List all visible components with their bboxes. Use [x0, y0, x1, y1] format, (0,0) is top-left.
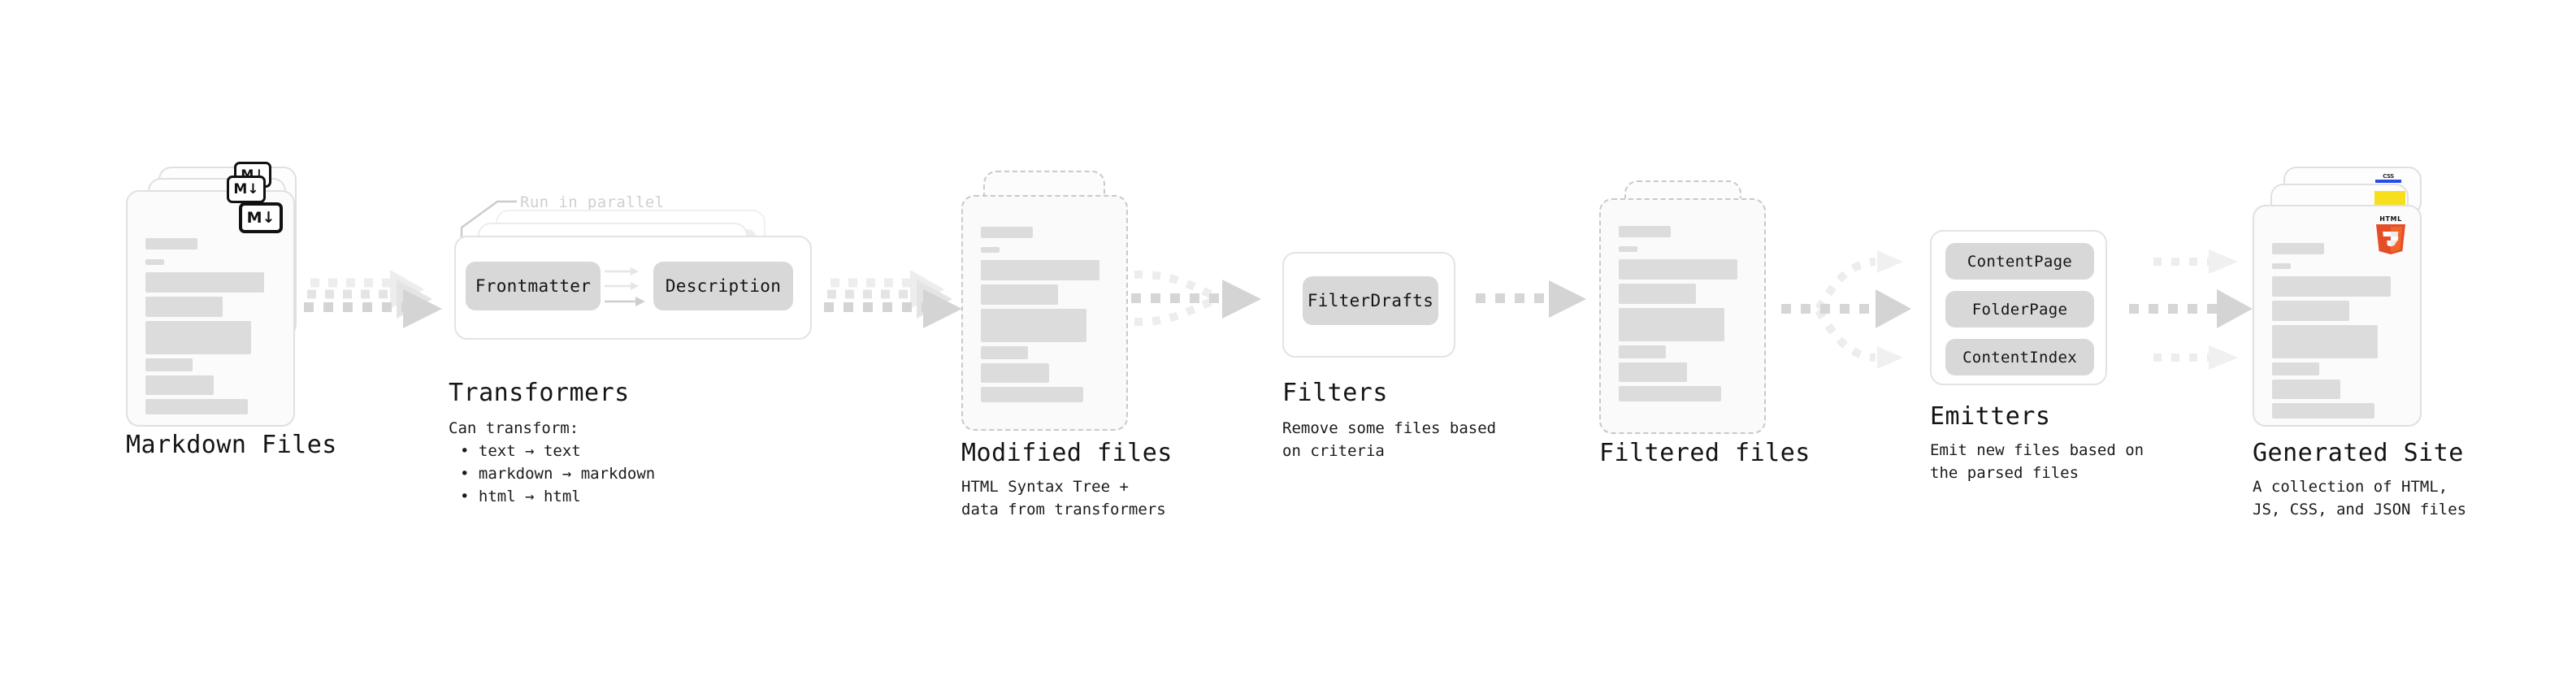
transformers-bullet-item: • text → text [460, 442, 581, 460]
skeleton-bar [981, 363, 1049, 383]
skeleton-bar [981, 284, 1058, 305]
skeleton-bar [1619, 259, 1737, 280]
skeleton-bar [2272, 380, 2340, 399]
js-icon [2374, 191, 2405, 209]
bullet-text: text → text [478, 442, 581, 460]
emitter-chip-contentindex[interactable]: ContentIndex [1945, 339, 2094, 375]
stage-title-emitters: Emitters [1930, 402, 2051, 431]
markdown-icon-glyph: M↓ [246, 208, 275, 227]
skeleton-bar [1619, 226, 1671, 237]
skeleton-bar [981, 346, 1028, 359]
skeleton-bar [1619, 362, 1687, 382]
filters-panel: FilterDrafts [1282, 252, 1455, 358]
filtered-files-card-stack [1599, 180, 1774, 440]
skeleton-bar [981, 227, 1033, 238]
skeleton-bar [2272, 325, 2378, 358]
bullet-text: html → html [478, 488, 581, 505]
stage-title-markdown-files: Markdown Files [126, 431, 337, 459]
skeleton-bar [145, 297, 223, 317]
skeleton-bar [1619, 345, 1666, 358]
skeleton-bar [2272, 301, 2349, 321]
skeleton-bar [1619, 284, 1696, 304]
stage-title-generated-site: Generated Site [2253, 439, 2464, 467]
transformers-bullet-item: • html → html [460, 488, 581, 505]
css-icon: CSS [2375, 173, 2401, 183]
connector-emitters-to-site [2119, 234, 2282, 380]
transformer-chip-frontmatter[interactable]: Frontmatter [466, 262, 601, 310]
generated-site-card-stack: CSS HTML [2253, 167, 2435, 427]
connector-transformers-to-modified [822, 268, 985, 341]
markdown-icon: M↓ [239, 202, 283, 233]
skeleton-bar [145, 399, 248, 414]
skeleton-bar [1619, 308, 1724, 341]
connector-modified-to-filters [1130, 260, 1292, 349]
modified-file-card-front [961, 195, 1128, 431]
generated-site-card-front: HTML [2253, 205, 2422, 427]
skeleton-bar [981, 260, 1099, 280]
skeleton-bar [1619, 246, 1637, 252]
generated-site-description: A collection of HTML, JS, CSS, and JSON … [2253, 478, 2467, 518]
transformer-chip-description[interactable]: Description [653, 262, 793, 310]
transformer-inner-arrows [605, 267, 645, 306]
transformers-group: Run in parallel Frontmatter Description [449, 192, 814, 362]
connector-filters-to-filtered [1472, 280, 1619, 337]
connector-md-to-transformers [302, 268, 465, 341]
skeleton-bar [981, 387, 1083, 402]
transformers-bullets: • text → text • markdown → markdown • ht… [460, 440, 655, 508]
emitters-description: Emit new files based on the parsed files [1930, 441, 2144, 482]
markdown-file-card-front: M↓ [126, 190, 295, 427]
stage-title-filtered-files: Filtered files [1599, 439, 1811, 467]
skeleton-bar [145, 259, 164, 265]
skeleton-bar [2272, 276, 2391, 297]
skeleton-bar [981, 309, 1086, 342]
bullet-text: markdown → markdown [478, 465, 656, 483]
modified-files-card-stack [961, 171, 1136, 431]
skeleton-bar [981, 247, 1000, 253]
skeleton-bar [1619, 386, 1721, 401]
markdown-files-card-stack: M↓ M↓ M↓ [126, 162, 301, 427]
skeleton-bar [2272, 403, 2374, 419]
html5-icon: HTML [2376, 215, 2405, 254]
stage-title-filters: Filters [1282, 379, 1388, 407]
css-icon-label: CSS [2383, 173, 2394, 180]
skeleton-bar [145, 375, 214, 395]
emitters-panel: ContentPage FolderPage ContentIndex [1930, 230, 2107, 385]
css-icon-rule [2375, 180, 2401, 183]
filter-chip-filterdrafts[interactable]: FilterDrafts [1303, 276, 1438, 325]
transformers-description: Can transform: [449, 419, 579, 437]
skeleton-bar [2272, 243, 2324, 254]
skeleton-bar [2272, 362, 2319, 375]
skeleton-bar [145, 238, 197, 249]
modified-files-description: HTML Syntax Tree + data from transformer… [961, 478, 1166, 518]
markdown-icon-glyph: M↓ [233, 180, 259, 197]
skeleton-bar [2272, 263, 2291, 269]
emitter-chip-folderpage[interactable]: FolderPage [1945, 291, 2094, 327]
filters-description: Remove some files based on criteria [1282, 419, 1497, 460]
skeleton-bar [145, 358, 193, 371]
stage-title-transformers: Transformers [449, 379, 630, 407]
transformers-bullet-item: • markdown → markdown [460, 465, 656, 483]
skeleton-bar [145, 272, 264, 293]
connector-filtered-to-emitters [1780, 234, 1926, 380]
skeleton-bar [145, 321, 251, 354]
svg-text:HTML: HTML [2379, 215, 2402, 223]
filtered-file-card-front [1599, 198, 1766, 434]
emitter-chip-contentpage[interactable]: ContentPage [1945, 243, 2094, 280]
markdown-icon-middle: M↓ [227, 176, 266, 203]
stage-title-modified-files: Modified files [961, 439, 1173, 467]
run-in-parallel-label: Run in parallel [520, 193, 665, 211]
